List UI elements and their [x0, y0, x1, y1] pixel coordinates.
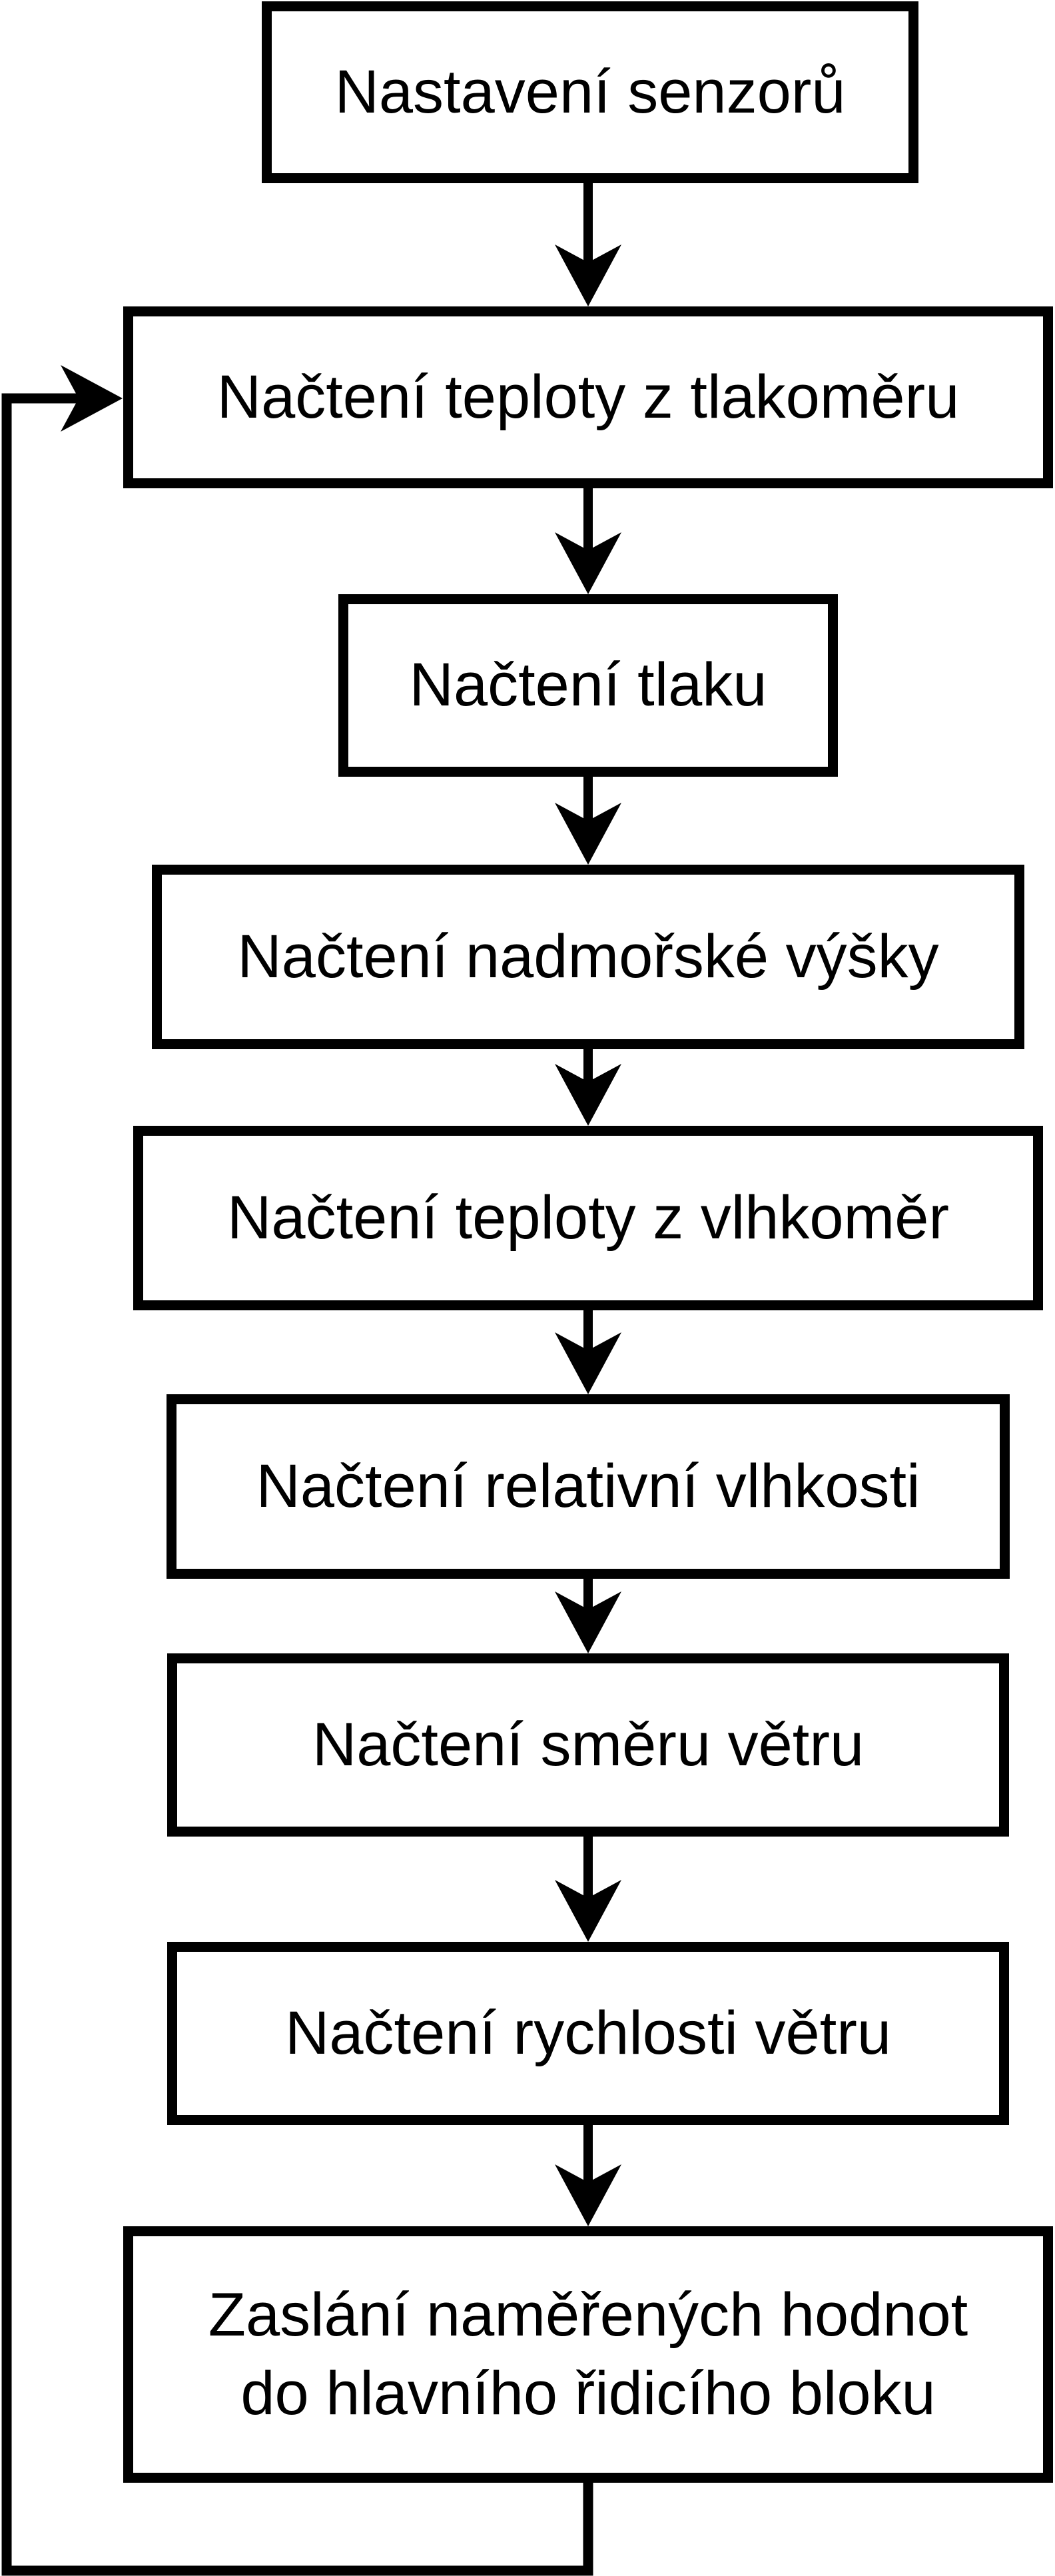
node-send-measured-values: Zaslání naměřených hodnot do hlavního ři… [123, 2226, 1053, 2483]
node-read-pressure: Načtení tlaku [338, 594, 838, 777]
arrow-read-altitude-to-read-temp-hygrometer [555, 1049, 621, 1126]
node-read-temp-from-hygrometer: Načtení teploty z vlhkoměr [133, 1126, 1043, 1310]
arrow-read-wind-speed-to-send-values [555, 2125, 621, 2226]
node-read-temp-from-barometer: Načtení teploty z tlakoměru [123, 306, 1053, 488]
node-label: Načtení nadmořské výšky [237, 922, 939, 991]
arrow-sensor-setup-to-read-temp-barometer [555, 183, 621, 306]
node-read-wind-direction: Načtení směru větru [167, 1653, 1009, 1837]
arrow-read-wind-direction-to-read-wind-speed [555, 1837, 621, 1942]
node-label: Nastavení senzorů [334, 57, 846, 126]
node-read-altitude: Načtení nadmořské výšky [152, 865, 1024, 1049]
arrow-read-pressure-to-read-altitude [555, 777, 621, 865]
arrow-read-temp-barometer-to-read-pressure [555, 488, 621, 594]
node-read-wind-speed: Načtení rychlosti větru [167, 1942, 1009, 2125]
node-label: Načtení teploty z tlakoměru [216, 362, 960, 431]
node-label: Načtení relativní vlhkosti [256, 1452, 920, 1520]
node-label: Načtení tlaku [409, 651, 767, 719]
node-sensor-setup: Nastavení senzorů [262, 1, 918, 183]
arrow-read-relative-humidity-to-read-wind-direction [555, 1579, 621, 1653]
node-label: Zaslání naměřených hodnot do hlavního ři… [208, 2280, 968, 2427]
node-read-relative-humidity: Načtení relativní vlhkosti [167, 1394, 1010, 1579]
node-label: Načtení směru větru [312, 1710, 865, 1779]
node-label: Načtení rychlosti větru [284, 1998, 892, 2067]
node-label: Načtení teploty z vlhkoměr [226, 1183, 949, 1252]
arrow-read-temp-hygrometer-to-read-relative-humidity [555, 1310, 621, 1394]
